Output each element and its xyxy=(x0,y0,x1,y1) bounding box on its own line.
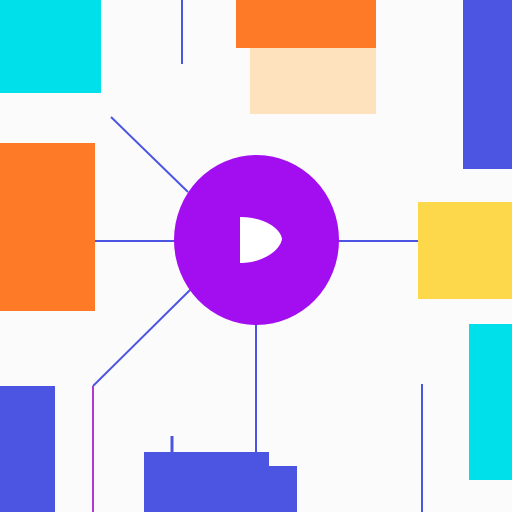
yellow-block-right xyxy=(418,202,512,299)
central-node[interactable] xyxy=(174,155,339,325)
cyan-block-bottom-right xyxy=(469,324,512,480)
connector-lower-left xyxy=(92,289,191,387)
peach-block-top xyxy=(250,48,376,114)
orange-block-top xyxy=(236,0,376,48)
blue-block-bottom-left xyxy=(0,386,55,512)
blue-block-bottom-extension xyxy=(269,466,297,512)
orange-block-left xyxy=(0,143,95,311)
blue-block-top-right xyxy=(463,0,512,169)
connector-upper-left xyxy=(110,116,189,193)
play-icon xyxy=(240,217,282,263)
cyan-block-top-left xyxy=(0,0,101,93)
blue-block-bottom xyxy=(144,452,269,512)
